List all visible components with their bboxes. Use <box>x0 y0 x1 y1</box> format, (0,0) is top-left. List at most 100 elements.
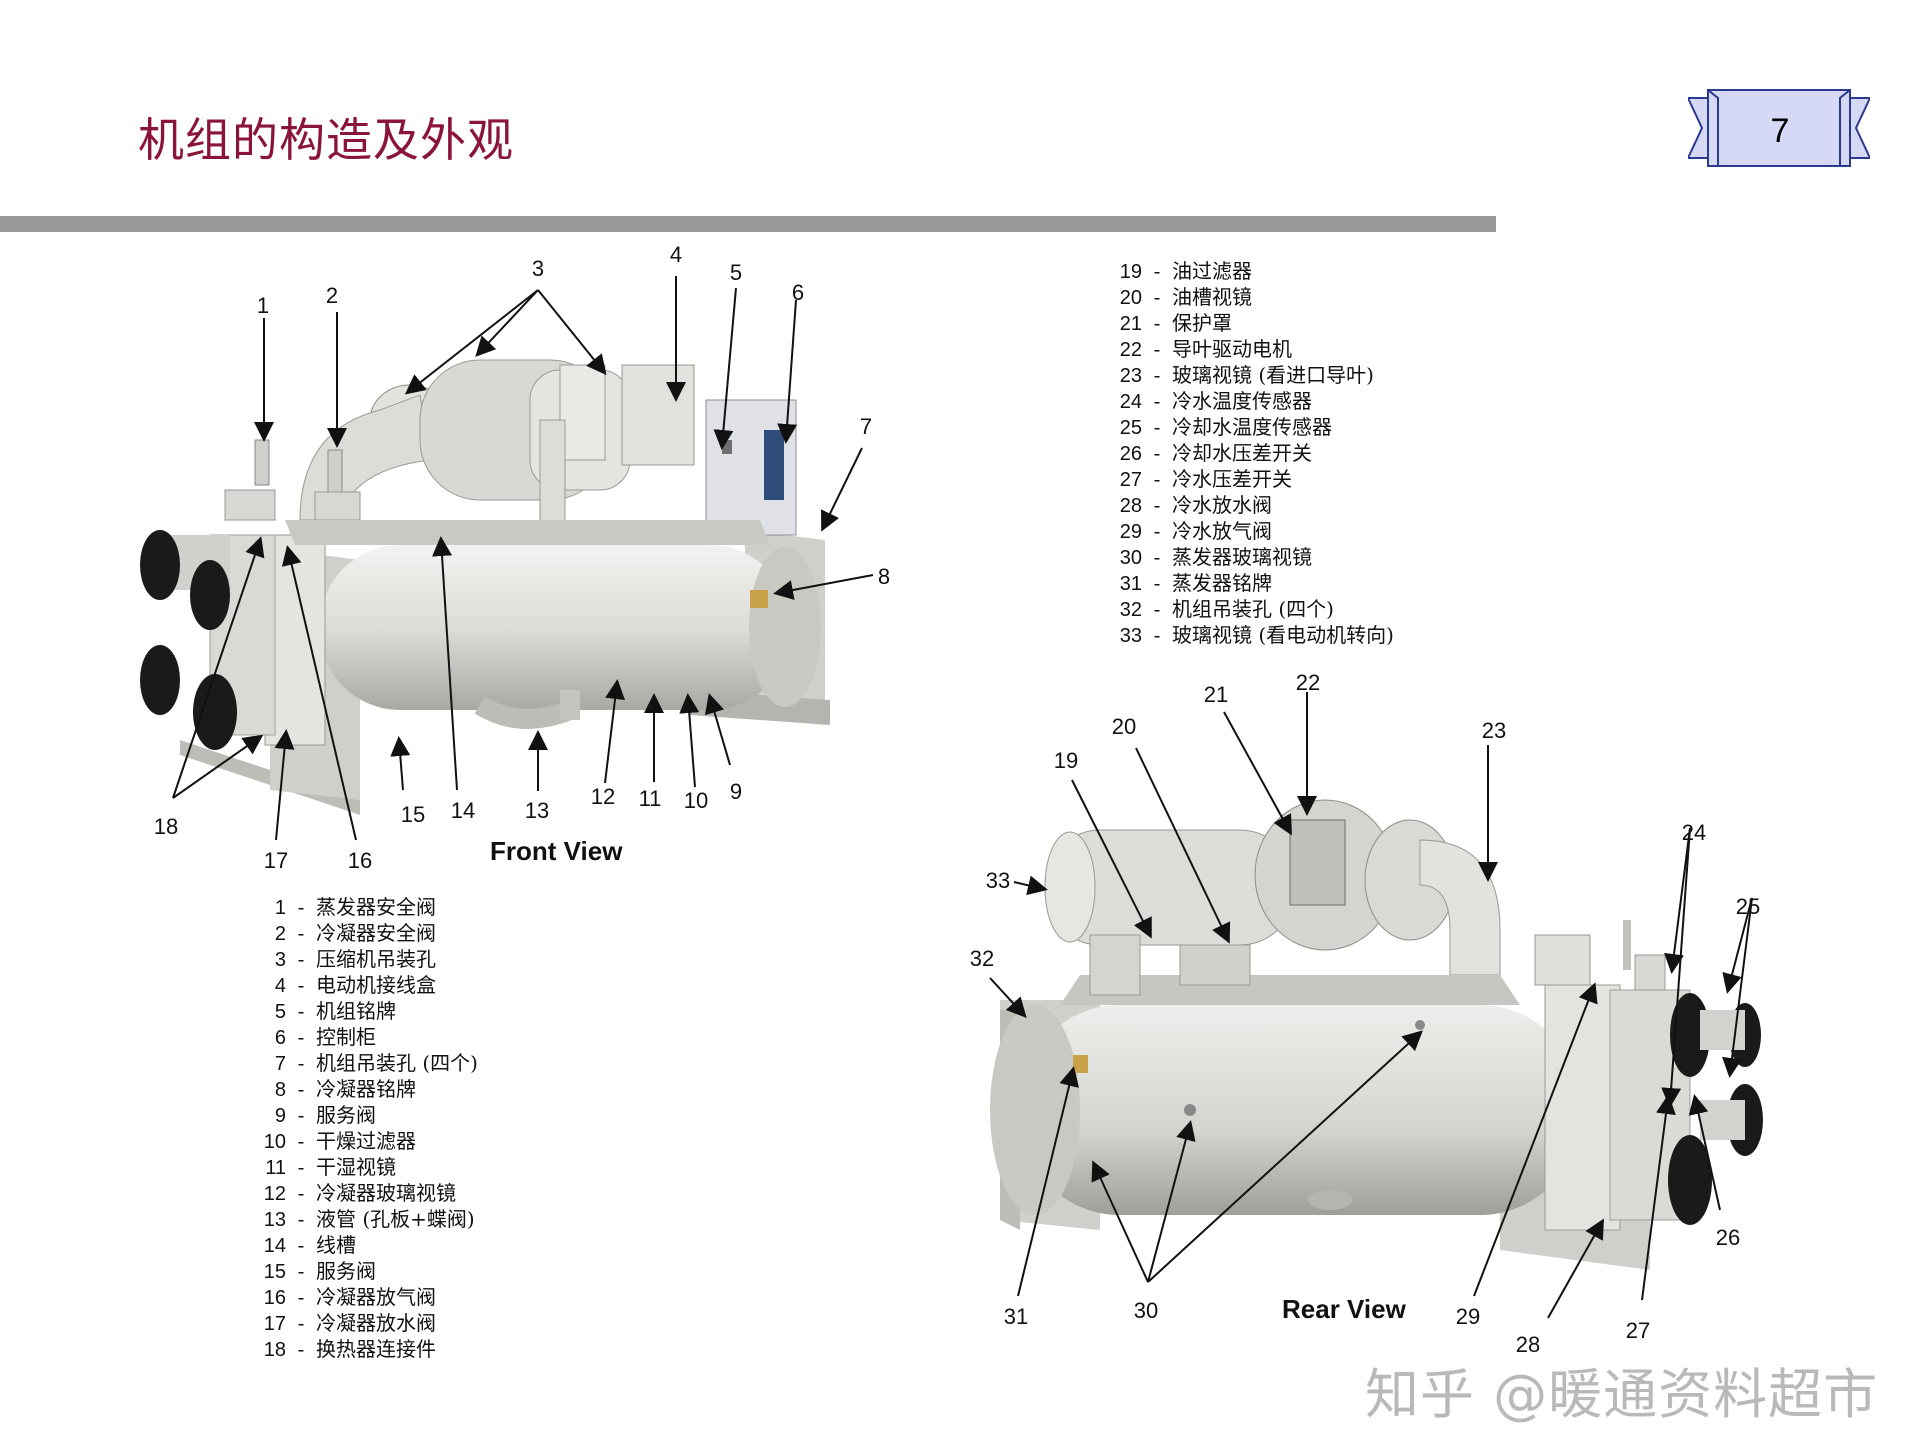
legend-item: 9-服务阀 <box>246 1102 478 1128</box>
legend-number: 13 <box>263 1209 286 1231</box>
legend-text: 压缩机吊装孔 <box>316 947 436 971</box>
legend-number: 25 <box>1119 417 1142 439</box>
legend-separator: - <box>1153 493 1161 517</box>
callout-18: 18 <box>154 814 178 839</box>
rear-view-label: Rear View <box>1282 1294 1406 1324</box>
legend-item: 15-服务阀 <box>246 1258 478 1284</box>
legend-number: 32 <box>1119 599 1142 621</box>
legend-number: 19 <box>1119 261 1142 283</box>
callout-3: 3 <box>532 256 544 281</box>
legend-number: 28 <box>1119 495 1142 517</box>
legend-text: 蒸发器铭牌 <box>1172 571 1272 595</box>
callout-19: 19 <box>1054 748 1078 773</box>
legend-number: 7 <box>274 1053 286 1075</box>
legend-item: 30-蒸发器玻璃视镜 <box>1102 544 1394 570</box>
legend-number: 16 <box>263 1287 286 1309</box>
legend-text: 冷水放水阀 <box>1172 493 1272 517</box>
header-divider <box>0 216 1496 232</box>
page-number: 7 <box>1770 112 1790 150</box>
legend-text: 控制柜 <box>316 1025 376 1049</box>
legend-item: 18-换热器连接件 <box>246 1336 478 1362</box>
legend-item: 29-冷水放气阀 <box>1102 518 1394 544</box>
legend-item: 2-冷凝器安全阀 <box>246 920 478 946</box>
callout-29: 29 <box>1456 1304 1480 1329</box>
legend-separator: - <box>297 947 305 971</box>
legend-item: 33-玻璃视镜 (看电动机转向) <box>1102 622 1394 648</box>
legend-text: 蒸发器玻璃视镜 <box>1172 545 1312 569</box>
legend-number: 18 <box>263 1339 286 1361</box>
legend-text: 干湿视镜 <box>316 1155 396 1179</box>
legend-number: 2 <box>274 923 286 945</box>
legend-text: 蒸发器安全阀 <box>316 895 436 919</box>
legend-number: 31 <box>1119 573 1142 595</box>
legend-item: 10-干燥过滤器 <box>246 1128 478 1154</box>
watermark: 知乎 @暖通资料超市 <box>1365 1363 1879 1426</box>
legend-separator: - <box>297 1311 305 1335</box>
legend-separator: - <box>297 1103 305 1127</box>
callout-20: 20 <box>1112 714 1136 739</box>
legend-text: 冷水压差开关 <box>1172 467 1292 491</box>
front-view-chiller <box>140 359 830 815</box>
legend-text: 冷凝器放水阀 <box>316 1311 436 1335</box>
legend-separator: - <box>297 1181 305 1205</box>
legend-text: 服务阀 <box>316 1103 376 1127</box>
legend-separator: - <box>297 921 305 945</box>
legend-item: 32-机组吊装孔 (四个) <box>1102 596 1394 622</box>
legend-separator: - <box>297 1129 305 1153</box>
legend-text: 服务阀 <box>316 1259 376 1283</box>
callout-24: 24 <box>1682 820 1706 845</box>
slide-title: 机组的构造及外观 <box>138 113 514 167</box>
legend-text: 冷水温度传感器 <box>1172 389 1312 413</box>
legend-text: 换热器连接件 <box>316 1337 436 1361</box>
legend-item: 6-控制柜 <box>246 1024 478 1050</box>
legend-text: 液管 (孔板+蝶阀) <box>316 1207 475 1231</box>
legend-separator: - <box>1153 571 1161 595</box>
legend-separator: - <box>297 1025 305 1049</box>
legend-text: 机组吊装孔 (四个) <box>1172 597 1334 621</box>
legend-text: 干燥过滤器 <box>316 1129 416 1153</box>
legend-separator: - <box>297 1337 305 1361</box>
legend-number: 22 <box>1119 339 1142 361</box>
callout-15: 15 <box>401 802 425 827</box>
legend-number: 6 <box>274 1027 286 1049</box>
legend-text: 冷凝器安全阀 <box>316 921 436 945</box>
callout-32: 32 <box>970 946 994 971</box>
legend-number: 4 <box>274 975 286 997</box>
legend-separator: - <box>1153 259 1161 283</box>
callout-7: 7 <box>860 414 872 439</box>
front-callout-lines <box>172 276 874 841</box>
legend-separator: - <box>297 1155 305 1179</box>
callout-10: 10 <box>684 788 708 813</box>
legend-number: 23 <box>1119 365 1142 387</box>
callout-13: 13 <box>525 798 549 823</box>
legend-separator: - <box>1153 285 1161 309</box>
legend-item: 24-冷水温度传感器 <box>1102 388 1394 414</box>
legend-separator: - <box>297 1285 305 1309</box>
legend-number: 10 <box>263 1131 286 1153</box>
callout-8: 8 <box>878 564 890 589</box>
rear-view-chiller <box>990 799 1763 1270</box>
legend-item: 26-冷却水压差开关 <box>1102 440 1394 466</box>
legend-item: 20-油槽视镜 <box>1102 284 1394 310</box>
legend-text: 机组吊装孔 (四个) <box>316 1051 478 1075</box>
legend-item: 14-线槽 <box>246 1232 478 1258</box>
legend-number: 30 <box>1119 547 1142 569</box>
legend-item: 16-冷凝器放气阀 <box>246 1284 478 1310</box>
legend-separator: - <box>1153 441 1161 465</box>
callout-9: 9 <box>730 779 742 804</box>
legend-item: 7-机组吊装孔 (四个) <box>246 1050 478 1076</box>
callout-2: 2 <box>326 283 338 308</box>
legend-separator: - <box>297 973 305 997</box>
legend-separator: - <box>1153 363 1161 387</box>
legend-number: 9 <box>274 1105 286 1127</box>
legend-number: 8 <box>274 1079 286 1101</box>
callout-31: 31 <box>1004 1304 1028 1329</box>
legend-item: 11-干湿视镜 <box>246 1154 478 1180</box>
legend-item: 22-导叶驱动电机 <box>1102 336 1394 362</box>
legend-text: 导叶驱动电机 <box>1172 337 1292 361</box>
legend-item: 13-液管 (孔板+蝶阀) <box>246 1206 478 1232</box>
legend-item: 31-蒸发器铭牌 <box>1102 570 1394 596</box>
legend-number: 20 <box>1119 287 1142 309</box>
legend-separator: - <box>1153 311 1161 335</box>
legend-separator: - <box>297 999 305 1023</box>
